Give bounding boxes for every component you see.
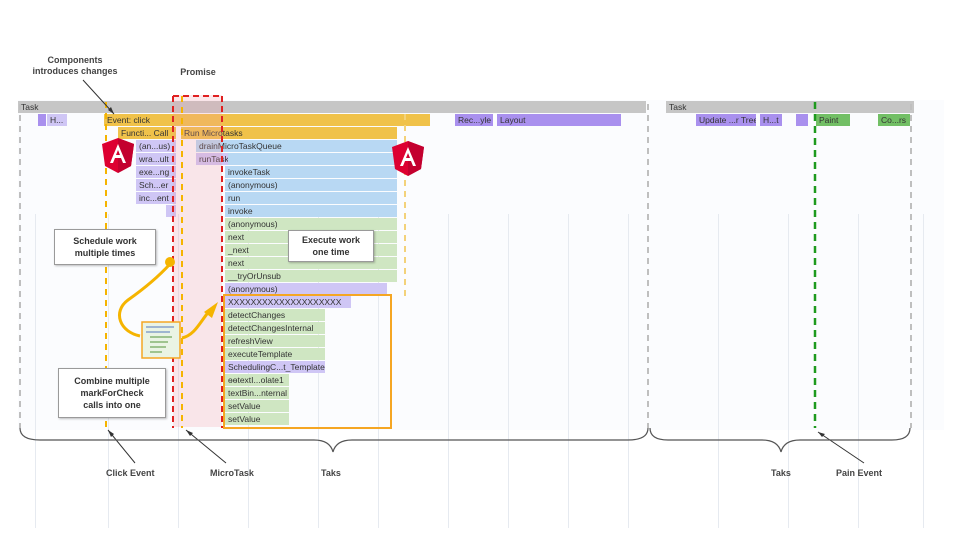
flame-bar[interactable]: [38, 114, 46, 126]
task-bar-right[interactable]: Task: [666, 101, 914, 113]
flame-bar[interactable]: wra...ult: [136, 153, 176, 165]
flame-bar-run-task[interactable]: runTask: [196, 153, 228, 165]
flame-bar[interactable]: __tryOrUnsub: [225, 270, 397, 282]
flame-bar[interactable]: Rec...yle: [455, 114, 493, 126]
caption-microtask: MicroTask: [210, 468, 254, 478]
flame-bar[interactable]: Sch...er: [136, 179, 176, 191]
annotation-components-change: Components introduces changes: [32, 55, 118, 76]
flame-bar[interactable]: run: [225, 192, 397, 204]
flame-bar[interactable]: SchedulingC...t_Template: [225, 361, 325, 373]
caption-paint-event: Pain Event: [836, 468, 883, 478]
annotation-promise: Promise: [180, 67, 216, 77]
flame-bar[interactable]: (anonymous): [225, 283, 387, 295]
callout-execute-work: Execute work one time: [288, 230, 374, 262]
task-bar-left[interactable]: Task: [18, 101, 646, 113]
flame-bar[interactable]: H...t: [760, 114, 782, 126]
flame-bar[interactable]: executeTemplate: [225, 348, 325, 360]
flame-bar[interactable]: invoke: [225, 205, 397, 217]
flame-bar[interactable]: Co...rs: [878, 114, 910, 126]
flame-bar-run-microtasks[interactable]: Run Microtasks: [181, 127, 397, 139]
flame-bar-paint[interactable]: Paint: [816, 114, 850, 126]
flame-bar-drain-microtask-queue[interactable]: drainMicroTaskQueue: [196, 140, 397, 152]
flame-bar[interactable]: XXXXXXXXXXXXXXXXXXXX: [225, 296, 351, 308]
caption-task-left: Taks: [321, 468, 341, 478]
task-brace-left: [19, 427, 649, 453]
flame-bar[interactable]: exe...ng: [136, 166, 176, 178]
flame-bar[interactable]: ɵɵtextI...olate1: [225, 374, 289, 386]
flame-bar[interactable]: inc...ent: [136, 192, 176, 204]
flame-bar[interactable]: [166, 205, 176, 217]
flame-bar[interactable]: detectChangesInternal: [225, 322, 325, 334]
flame-bar[interactable]: (anonymous): [225, 218, 397, 230]
flame-bar[interactable]: detectChanges: [225, 309, 325, 321]
flame-bar-layout[interactable]: Layout: [497, 114, 621, 126]
flame-bar[interactable]: textBin...nternal: [225, 387, 289, 399]
flame-bar[interactable]: setValue: [225, 400, 289, 412]
caption-task-right: Taks: [771, 468, 791, 478]
flame-bar-event-click[interactable]: Event: click: [104, 114, 430, 126]
flame-bar[interactable]: (an...us): [136, 140, 176, 152]
flame-bar[interactable]: (anonymous): [225, 179, 397, 191]
execute-highlight: [223, 294, 392, 429]
flame-bar-function-call[interactable]: Functi... Call: [118, 127, 176, 139]
angular-logo-icon: [392, 141, 424, 176]
flame-bar[interactable]: refreshView: [225, 335, 325, 347]
caption-click-event: Click Event: [106, 468, 155, 478]
task-brace-right: [649, 427, 911, 453]
flame-bar[interactable]: [228, 153, 397, 165]
flame-bar[interactable]: Update ...r Tree: [696, 114, 756, 126]
callout-schedule-work: Schedule work multiple times: [54, 229, 156, 265]
flame-bar[interactable]: [796, 114, 808, 126]
flame-bar[interactable]: invokeTask: [225, 166, 397, 178]
callout-combine-markforcheck: Combine multiple markForCheck calls into…: [58, 368, 166, 418]
flame-bar[interactable]: H...: [47, 114, 67, 126]
angular-logo-icon: [102, 138, 134, 173]
flame-bar[interactable]: setValue: [225, 413, 289, 425]
